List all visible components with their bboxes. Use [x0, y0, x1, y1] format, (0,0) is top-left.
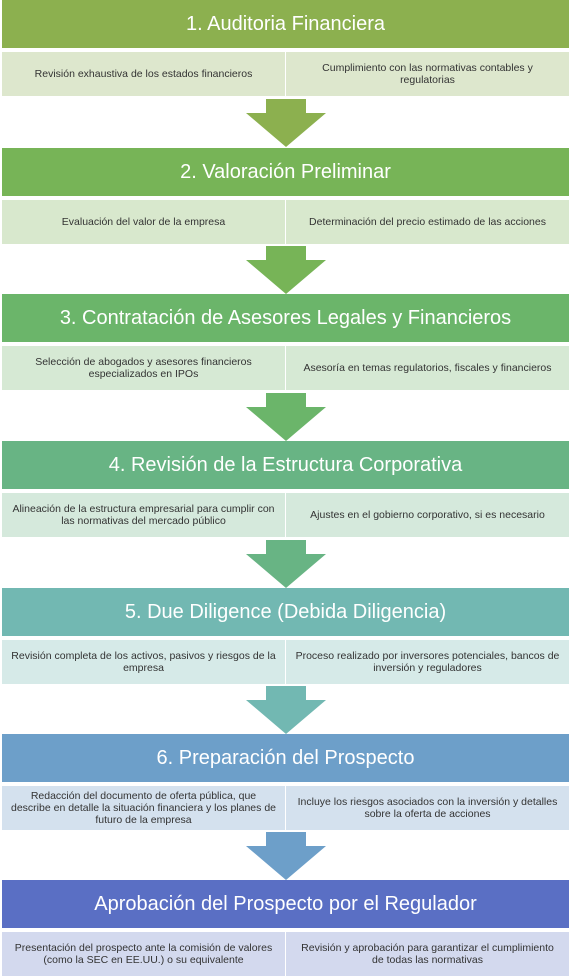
arrow-shape [246, 832, 326, 880]
step-detail-item: Determinación del precio estimado de las… [285, 200, 569, 244]
step-detail-item: Revisión exhaustiva de los estados finan… [2, 52, 285, 96]
step-title: 6. Preparación del Prospecto [2, 734, 569, 782]
down-arrow-icon [246, 686, 326, 734]
step-detail-item: Proceso realizado por inversores potenci… [285, 640, 569, 684]
step-title: Aprobación del Prospecto por el Regulado… [2, 880, 569, 928]
step-detail-item: Presentación del prospecto ante la comis… [2, 932, 285, 976]
down-arrow-icon [246, 832, 326, 880]
step-detail-item: Revisión completa de los activos, pasivo… [2, 640, 285, 684]
step-detail-item: Redacción del documento de oferta públic… [2, 786, 285, 830]
step-title: 1. Auditoria Financiera [2, 0, 569, 48]
step-detail-item: Evaluación del valor de la empresa [2, 200, 285, 244]
step-detail-item: Selección de abogados y asesores financi… [2, 346, 285, 390]
arrow-shape [246, 686, 326, 734]
step-details: Redacción del documento de oferta públic… [2, 786, 569, 830]
step-detail-item: Ajustes en el gobierno corporativo, si e… [285, 493, 569, 537]
arrow-shape [246, 99, 326, 147]
step-title: 2. Valoración Preliminar [2, 148, 569, 196]
step-details: Presentación del prospecto ante la comis… [2, 932, 569, 976]
step-details: Alineación de la estructura empresarial … [2, 493, 569, 537]
step-detail-item: Asesoría en temas regulatorios, fiscales… [285, 346, 569, 390]
down-arrow-icon [246, 246, 326, 294]
step-details: Revisión exhaustiva de los estados finan… [2, 52, 569, 96]
step-title: 4. Revisión de la Estructura Corporativa [2, 441, 569, 489]
step-detail-item: Incluye los riesgos asociados con la inv… [285, 786, 569, 830]
down-arrow-icon [246, 540, 326, 588]
step-title: 5. Due Diligence (Debida Diligencia) [2, 588, 569, 636]
step-detail-item: Revisión y aprobación para garantizar el… [285, 932, 569, 976]
arrow-shape [246, 393, 326, 441]
arrow-shape [246, 246, 326, 294]
step-title: 3. Contratación de Asesores Legales y Fi… [2, 294, 569, 342]
arrow-shape [246, 540, 326, 588]
down-arrow-icon [246, 393, 326, 441]
step-details: Revisión completa de los activos, pasivo… [2, 640, 569, 684]
down-arrow-icon [246, 99, 326, 147]
step-detail-item: Alineación de la estructura empresarial … [2, 493, 285, 537]
step-detail-item: Cumplimiento con las normativas contable… [285, 52, 569, 96]
step-details: Selección de abogados y asesores financi… [2, 346, 569, 390]
